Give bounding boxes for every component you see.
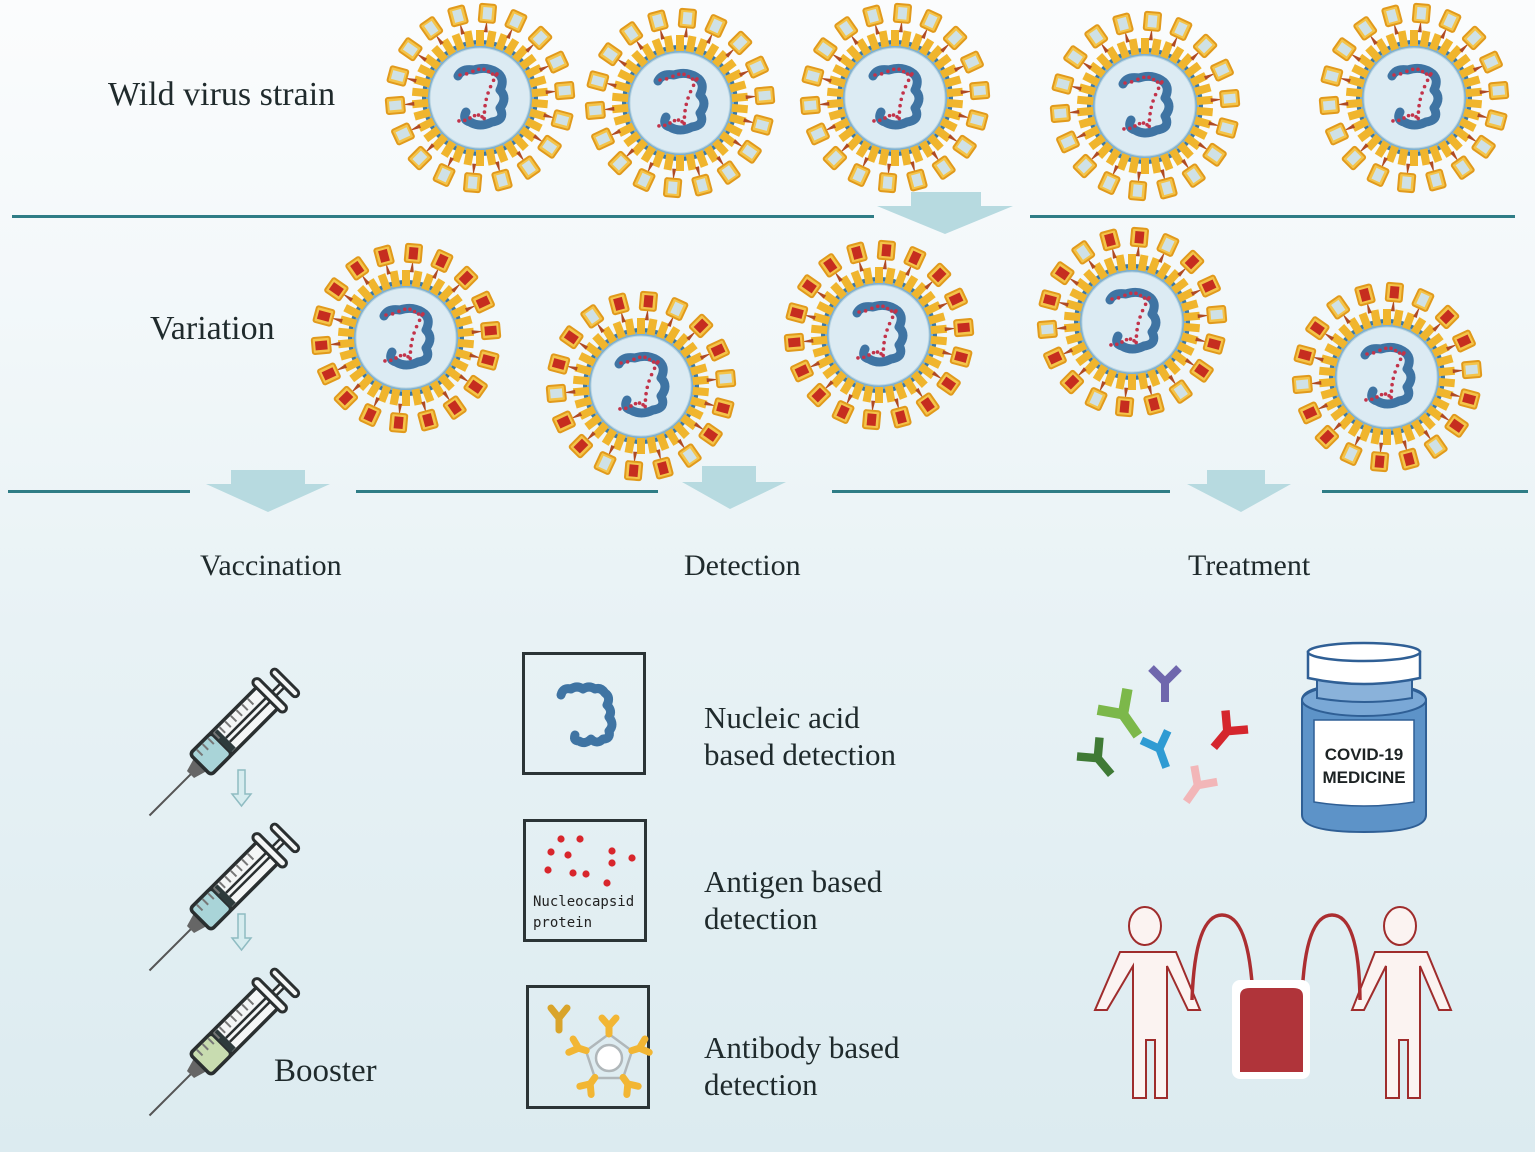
antibody-icon — [1076, 737, 1115, 778]
medicine-vial-icon: COVID-19 MEDICINE — [1301, 641, 1427, 834]
virus-particle-icon — [384, 2, 576, 198]
syringe-icon — [145, 780, 335, 985]
down-arrow-icon — [206, 470, 330, 512]
medicine-label-line-2: MEDICINE — [1322, 768, 1405, 787]
plasma-transfusion-illustration — [1093, 906, 1453, 1099]
antibodies-cluster — [1076, 665, 1249, 804]
detection-title: Detection — [684, 549, 801, 582]
label-line: Antigen based — [704, 864, 883, 899]
divider-line — [1030, 215, 1515, 218]
antibody-icon — [1139, 729, 1172, 769]
nucleocapsid-protein-text: Nucleocapsid protein — [533, 892, 634, 934]
syringe-icon — [145, 625, 335, 830]
antibody-complex-icon — [547, 1004, 653, 1098]
small-down-arrow-icon — [230, 769, 253, 808]
nucleocapsid-dots-icon — [544, 835, 636, 887]
nucleic-acid-detection-label: Nucleic acid based detection — [704, 699, 896, 773]
virus-particle-icon — [545, 290, 737, 486]
label-line: detection — [704, 901, 818, 936]
rna-strand-icon — [556, 682, 617, 748]
inset-text-line: Nucleocapsid — [533, 894, 635, 910]
divider-line — [8, 490, 190, 493]
nucleic-acid-box — [522, 652, 646, 775]
virus-particle-icon — [799, 2, 991, 198]
divider-line — [1322, 490, 1528, 493]
medicine-label-line-1: COVID-19 — [1325, 745, 1403, 764]
virus-particle-icon — [1318, 2, 1510, 198]
label-line: detection — [704, 1067, 818, 1102]
label-line: based detection — [704, 737, 896, 772]
virus-particle-icon — [1049, 10, 1241, 206]
antibody-detection-label: Antibody based detection — [704, 1029, 899, 1103]
recipient-person-icon — [1350, 906, 1453, 1099]
treatment-title: Treatment — [1188, 549, 1311, 582]
divider-line — [832, 490, 1170, 493]
virus-particle-icon — [1291, 281, 1483, 477]
antigen-box: Nucleocapsid protein — [523, 819, 647, 942]
wild-virus-strain-label: Wild virus strain — [108, 76, 336, 113]
down-arrow-icon — [877, 192, 1013, 234]
small-down-arrow-icon — [230, 913, 253, 952]
antibody-icon — [1210, 710, 1249, 751]
virus-particle-icon — [584, 7, 776, 203]
variation-label: Variation — [150, 310, 275, 347]
inset-text-line: protein — [533, 915, 593, 931]
antibody-icon — [1096, 688, 1143, 739]
donor-person-icon — [1093, 906, 1202, 1099]
vaccination-title: Vaccination — [200, 549, 342, 582]
antigen-detection-label: Antigen based detection — [704, 863, 882, 937]
down-arrow-icon — [682, 466, 786, 509]
virus-particle-icon — [1036, 226, 1228, 422]
booster-label: Booster — [274, 1053, 377, 1089]
virus-particle-icon — [783, 239, 975, 435]
antibody-icon — [1182, 765, 1218, 804]
virus-particle-icon — [310, 242, 502, 438]
antibody-icon — [1148, 665, 1182, 702]
antibody-box — [526, 985, 653, 1109]
syringe-icon — [145, 925, 335, 1130]
label-line: Nucleic acid — [704, 700, 860, 735]
divider-line — [356, 490, 658, 493]
divider-line — [12, 215, 874, 218]
down-arrow-icon — [1187, 470, 1291, 512]
label-line: Antibody based — [704, 1030, 900, 1065]
